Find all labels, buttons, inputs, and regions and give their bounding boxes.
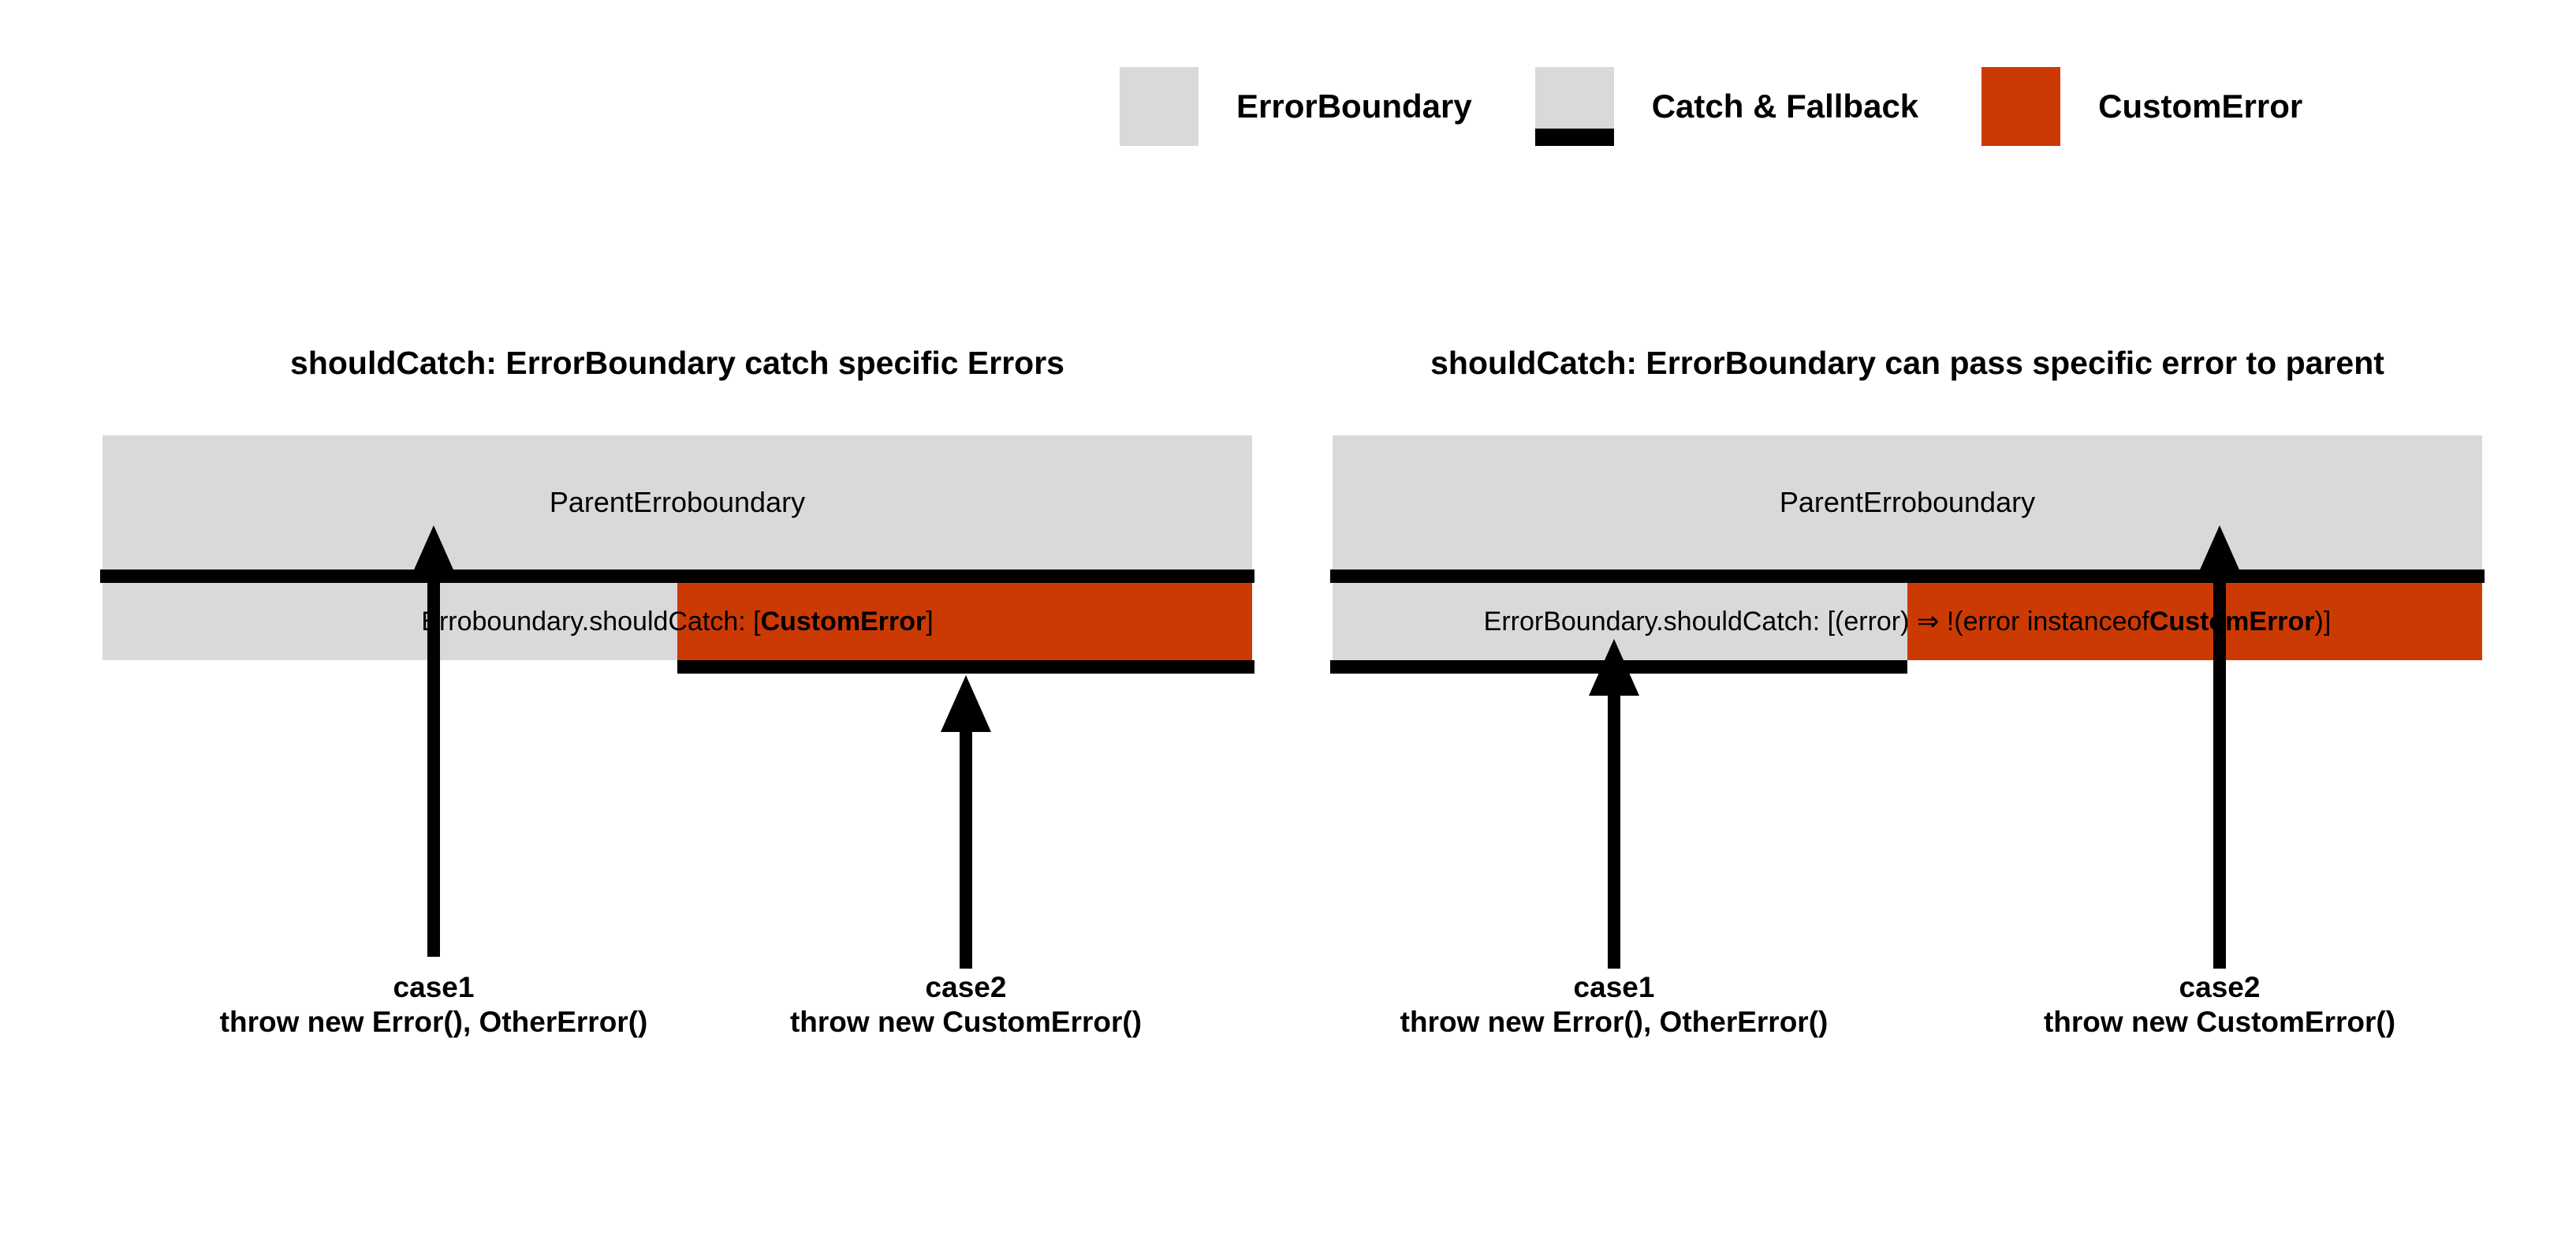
legend-label-catch-fallback: Catch & Fallback [1651, 88, 1919, 125]
child-should-catch-label-right: ErrorBoundary.shouldCatch: [(error) ⇒ !(… [1333, 583, 2482, 660]
parent-catch-fallback-bar-left [100, 569, 1254, 583]
case1-arrow-right [1589, 639, 1639, 969]
child-should-catch-text-tail-left: ] [926, 606, 934, 637]
case2-arrow-head-left [941, 675, 991, 732]
error-boundary-structure-right: ParentErroboundary ErrorBoundary.shouldC… [1330, 435, 2485, 674]
child-should-catch-bold-left: CustomError [760, 606, 926, 637]
child-should-catch-label-left: Erroboundary.shouldCatch: [CustomError] [103, 583, 1252, 660]
legend-item-custom-error: CustomError [1981, 67, 2302, 146]
case2-name-left: case2 [925, 971, 1007, 1003]
child-halves-left [103, 583, 1252, 660]
case2-code-left: throw new CustomError() [789, 1005, 1143, 1038]
legend: ErrorBoundary Catch & Fallback CustomErr… [1120, 67, 2302, 146]
parent-error-boundary-label-left: ParentErroboundary [549, 486, 806, 518]
case1-caption-right: case1 throw new Error(), OtherError() [1400, 970, 1829, 1039]
custom-error-swatch-icon [1981, 67, 2061, 146]
diagram-panel-catch-specific-errors: shouldCatch: ErrorBoundary catch specifi… [100, 339, 1254, 1038]
parent-error-boundary-label-right: ParentErroboundary [1779, 486, 2036, 518]
child-error-boundary-row-right: ErrorBoundary.shouldCatch: [(error) ⇒ !(… [1330, 583, 2482, 674]
panel-title-left: shouldCatch: ErrorBoundary catch specifi… [290, 345, 1064, 381]
child-should-catch-text-right: ErrorBoundary.shouldCatch: [(error) ⇒ !(… [1483, 607, 2149, 637]
case1-code-right: throw new Error(), OtherError() [1400, 1005, 1829, 1038]
child-should-catch-bold-right: CustomError [2149, 606, 2315, 637]
panel-title-right: shouldCatch: ErrorBoundary can pass spec… [1430, 345, 2384, 381]
case1-caption-left: case1 throw new Error(), OtherError() [220, 970, 648, 1039]
diagram-panel-pass-error-to-parent: shouldCatch: ErrorBoundary can pass spec… [1330, 339, 2485, 1038]
child-half-custom-error-right [1907, 583, 2482, 660]
error-boundary-structure-left: ParentErroboundary Erroboundary.shouldCa… [100, 435, 1254, 674]
case2-caption-left: case2 throw new CustomError() [790, 970, 1142, 1039]
case1-name-right: case1 [1573, 971, 1655, 1003]
case2-name-right: case2 [2179, 971, 2261, 1003]
legend-item-error-boundary: ErrorBoundary [1120, 67, 1472, 146]
case1-arrow-shaft-right [1608, 680, 1620, 969]
legend-label-custom-error: CustomError [2098, 88, 2303, 125]
parent-catch-fallback-bar-right [1330, 569, 2485, 583]
child-catch-fallback-bar-right [1330, 660, 1907, 674]
case2-arrow-shaft-left [960, 716, 972, 969]
case2-caption-right: case2 throw new CustomError() [2044, 970, 2395, 1039]
legend-item-catch-fallback: Catch & Fallback [1534, 67, 1919, 146]
case1-code-left: throw new Error(), OtherError() [219, 1005, 648, 1038]
legend-label-error-boundary: ErrorBoundary [1236, 88, 1472, 125]
error-boundary-swatch-icon [1120, 67, 1199, 146]
case1-name-left: case1 [393, 971, 475, 1003]
child-catch-fallback-bar-left [677, 660, 1254, 674]
child-should-catch-text-tail-right: )] [2314, 606, 2332, 637]
case2-code-right: throw new CustomError() [2043, 1005, 2396, 1038]
child-error-boundary-row-left: Erroboundary.shouldCatch: [CustomError] [103, 583, 1254, 674]
child-half-custom-error-left [677, 583, 1252, 660]
parent-error-boundary-box-left: ParentErroboundary [103, 435, 1252, 569]
child-half-error-boundary-left [103, 583, 677, 660]
catch-fallback-swatch-icon [1534, 67, 1614, 146]
child-should-catch-text-left: Erroboundary.shouldCatch: [ [421, 606, 761, 637]
case2-arrow-left [941, 675, 991, 969]
parent-error-boundary-box-right: ParentErroboundary [1333, 435, 2482, 569]
